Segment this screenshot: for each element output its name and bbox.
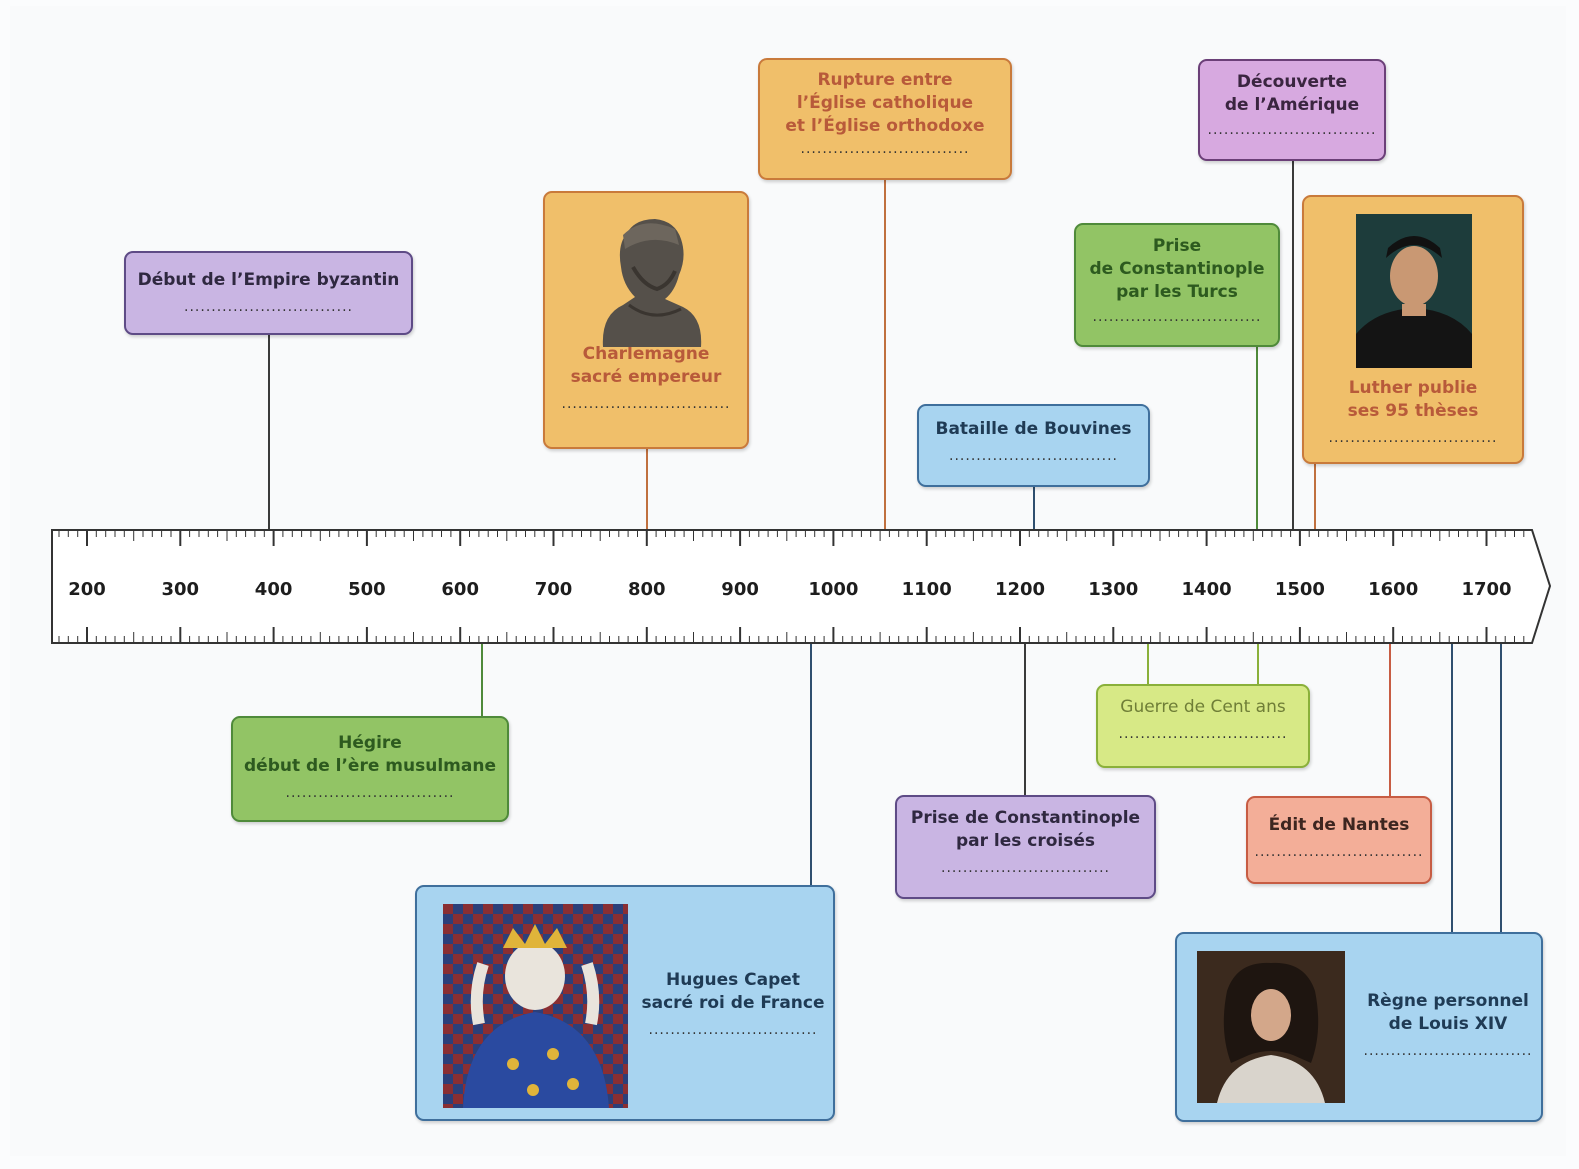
event-label: Rupture entre l’Église catholique et l’É…: [785, 70, 985, 136]
answer-blank[interactable]: ...............................: [800, 141, 970, 157]
year-label: 1200: [994, 579, 1046, 600]
year-label: 1000: [808, 579, 859, 600]
event-hugues-capet: Hugues Capet sacré roi de France .......…: [415, 885, 835, 1121]
event-charlemagne: Charlemagne sacré empereur .............…: [543, 191, 749, 449]
answer-blank[interactable]: ...............................: [941, 860, 1110, 876]
hugues-capet-miniature: [443, 904, 628, 1108]
event-label: Guerre de Cent ans: [1120, 697, 1286, 717]
event-label: Charlemagne sacré empereur: [570, 344, 722, 387]
answer-blank[interactable]: ...............................: [648, 1022, 818, 1038]
timeline-arrow: [51, 529, 1552, 644]
year-label: 700: [534, 579, 573, 600]
year-label: 200: [68, 579, 106, 600]
timeline-ticks: [58, 530, 1525, 643]
answer-blank[interactable]: ...............................: [1328, 430, 1498, 446]
event-label: Luther publie ses 95 thèses: [1347, 378, 1479, 421]
event-bataille-bouvines: Bataille de Bouvines ...................…: [917, 404, 1150, 487]
event-label: Règne personnel de Louis XIV: [1367, 991, 1529, 1034]
event-decouverte-amerique: Découverte de l’Amérique ...............…: [1198, 59, 1386, 161]
event-label: Prise de Constantinople par les croisés: [910, 808, 1141, 851]
event-edit-nantes: Édit de Nantes .........................…: [1246, 796, 1432, 884]
answer-blank[interactable]: ...............................: [184, 299, 353, 315]
luther-portrait: [1356, 214, 1472, 368]
charlemagne-bust-portrait: [583, 205, 713, 347]
answer-blank[interactable]: ...............................: [1254, 844, 1424, 860]
event-label: Hégire début de l’ère musulmane: [244, 733, 496, 776]
year-label: 400: [254, 579, 293, 600]
event-debut-empire-byzantin: Début de l’Empire byzantin .............…: [124, 251, 413, 335]
year-label: 800: [628, 579, 666, 600]
year-label: 1600: [1368, 579, 1419, 600]
connector-lines: [268, 160, 1502, 932]
event-label: Début de l’Empire byzantin: [137, 270, 400, 290]
event-luther: Luther publie ses 95 thèses ............…: [1302, 195, 1524, 464]
event-hegire: Hégire début de l’ère musulmane ........…: [231, 716, 509, 822]
event-label: Édit de Nantes: [1268, 815, 1410, 835]
event-label: Prise de Constantinople par les Turcs: [1089, 236, 1265, 302]
event-prise-constantinople-turcs: Prise de Constantinople par les Turcs ..…: [1074, 223, 1280, 347]
answer-blank[interactable]: ...............................: [1118, 726, 1288, 742]
event-prise-constantinople-croises: Prise de Constantinople par les croisés …: [895, 795, 1156, 899]
year-label: 1500: [1274, 579, 1325, 600]
event-rupture-eglises: Rupture entre l’Église catholique et l’É…: [758, 58, 1012, 180]
answer-blank[interactable]: ...............................: [285, 785, 455, 801]
year-label: 1300: [1088, 579, 1139, 600]
event-label: Bataille de Bouvines: [935, 419, 1132, 439]
answer-blank[interactable]: ...............................: [1207, 122, 1377, 138]
event-regne-louis-xiv: Règne personnel de Louis XIV ...........…: [1175, 932, 1543, 1122]
year-label: 1700: [1461, 579, 1512, 600]
year-label: 600: [441, 579, 479, 600]
event-label: Hugues Capet sacré roi de France: [641, 970, 825, 1013]
event-label: Découverte de l’Amérique: [1224, 72, 1360, 115]
answer-blank[interactable]: ...............................: [949, 448, 1118, 464]
event-guerre-cent-ans: Guerre de Cent ans .....................…: [1096, 684, 1310, 768]
year-label: 900: [721, 579, 759, 600]
year-label: 1400: [1181, 579, 1232, 600]
answer-blank[interactable]: ...............................: [1092, 309, 1262, 325]
year-label: 300: [161, 579, 200, 600]
answer-blank[interactable]: ...............................: [1363, 1043, 1533, 1059]
louis-xiv-portrait: [1197, 951, 1345, 1103]
answer-blank[interactable]: ...............................: [561, 396, 731, 412]
year-label: 500: [348, 579, 386, 600]
year-label: 1100: [901, 579, 952, 600]
